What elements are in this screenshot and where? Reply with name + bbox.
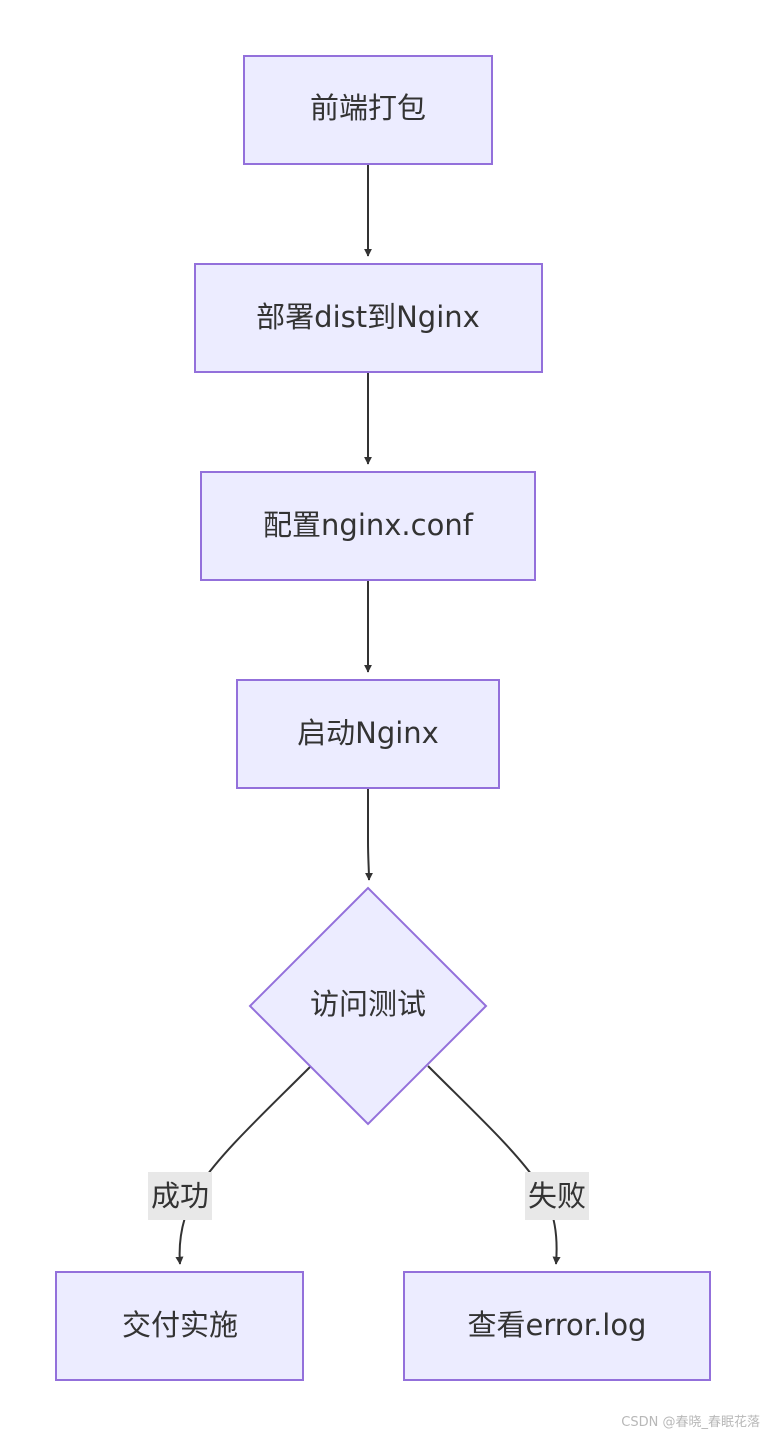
node-build-label: 前端打包 <box>310 91 426 125</box>
node-config-label: 配置nginx.conf <box>263 508 474 542</box>
node-config: 配置nginx.conf <box>200 471 536 581</box>
edge-test-log <box>427 1065 561 1265</box>
node-test-label: 访问测试 <box>310 987 426 1021</box>
node-deliver: 交付实施 <box>55 1271 304 1381</box>
node-log: 查看error.log <box>403 1271 711 1381</box>
node-deploy-label: 部署dist到Nginx <box>256 300 480 334</box>
node-start: 启动Nginx <box>236 679 500 789</box>
watermark: CSDN @春晓_春眠花落 <box>621 1415 760 1430</box>
node-deliver-label: 交付实施 <box>122 1308 238 1342</box>
edge-test-deliver <box>175 1065 312 1265</box>
node-build: 前端打包 <box>243 55 493 165</box>
node-deploy: 部署dist到Nginx <box>194 263 543 373</box>
edge-label-success-text: 成功 <box>151 1179 209 1213</box>
node-test: 访问测试 <box>248 886 488 1126</box>
node-start-label: 启动Nginx <box>297 716 439 750</box>
edge-label-failure: 失败 <box>525 1172 589 1220</box>
node-log-label: 查看error.log <box>468 1308 647 1342</box>
edge-start-test <box>364 788 373 881</box>
edge-label-success: 成功 <box>148 1172 212 1220</box>
edge-label-failure-text: 失败 <box>528 1179 586 1213</box>
